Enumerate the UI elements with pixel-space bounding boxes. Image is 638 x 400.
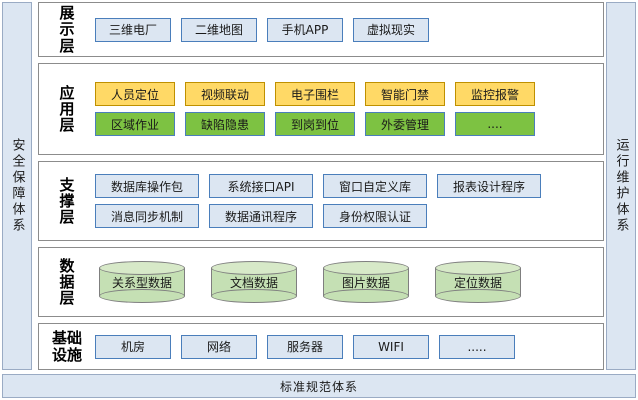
- layer-label-line: 层: [59, 289, 75, 308]
- module-box[interactable]: 报表设计程序: [437, 174, 541, 198]
- layer-panel-infrastructure: 基础设施机房网络服务器 WIFI.....: [38, 323, 604, 370]
- module-box[interactable]: 人员定位: [95, 82, 175, 106]
- layer-label-application: 应用层: [39, 85, 95, 134]
- module-box[interactable]: 智能门禁: [365, 82, 445, 106]
- cylinder-top-ellipse: [99, 261, 185, 275]
- layer-body-data: 关系型数据 文档数据 图片数据 定位数据: [95, 248, 603, 316]
- cylinder-label: 图片数据: [341, 275, 390, 290]
- module-box[interactable]: 系统接口API: [209, 174, 313, 198]
- node-row: 数据库操作包系统接口API 窗口自定义库报表设计程序: [95, 174, 599, 198]
- data-store-cylinder[interactable]: 图片数据: [323, 261, 409, 303]
- module-box[interactable]: 网络: [181, 334, 257, 359]
- layer-label-line: 展: [59, 4, 75, 23]
- module-box[interactable]: 身份权限认证: [323, 204, 427, 228]
- layer-body-infrastructure: 机房网络服务器 WIFI.....: [95, 324, 603, 369]
- module-box[interactable]: 二维地图: [181, 17, 257, 42]
- layer-label-line: 层: [59, 116, 75, 135]
- module-box[interactable]: 窗口自定义库: [323, 174, 427, 198]
- layer-label-line: 层: [59, 36, 75, 55]
- module-box[interactable]: WIFI: [353, 334, 429, 359]
- layer-label-line: 支: [59, 175, 75, 194]
- layer-label-line: 应: [59, 83, 75, 102]
- layer-label-infrastructure: 基础设施: [39, 329, 95, 364]
- module-box[interactable]: .....: [439, 334, 515, 359]
- node-row: 机房网络服务器 WIFI.....: [95, 334, 599, 359]
- standards-system-label: 标准规范体系: [279, 379, 358, 394]
- layer-label-line: 示: [59, 20, 75, 39]
- sidebar-right-label: 运行维护体系: [613, 138, 629, 234]
- layer-panel-data: 数据层 关系型数据 文档数据 图片数据 定位数据: [38, 247, 604, 317]
- layer-label-line: 用: [59, 99, 75, 118]
- layer-label-data: 数据层: [39, 258, 95, 307]
- cylinder-bottom-ellipse: [323, 289, 409, 303]
- node-row: 消息同步机制数据通讯程序身份权限认证: [95, 204, 599, 228]
- layer-label-line: 设施: [51, 345, 82, 364]
- module-box[interactable]: 手机APP: [267, 17, 343, 42]
- module-box[interactable]: 机房: [95, 334, 171, 359]
- layer-label-line: 据: [59, 272, 75, 291]
- cylinder-label: 关系型数据: [111, 275, 172, 290]
- module-box[interactable]: 视频联动: [185, 82, 265, 106]
- module-box[interactable]: ....: [455, 112, 535, 136]
- cylinder-label: 文档数据: [229, 275, 278, 290]
- module-box[interactable]: 到岗到位: [275, 112, 355, 136]
- layer-label-support: 支撑层: [39, 177, 95, 226]
- cylinder-label: 定位数据: [453, 275, 502, 290]
- node-row: 区域作业缺陷隐患到岗到位外委管理....: [95, 112, 599, 136]
- sidebar-security-assurance: 安全保障体系: [2, 2, 32, 370]
- node-row: 人员定位视频联动电子围栏智能门禁监控报警: [95, 82, 599, 106]
- module-box[interactable]: 缺陷隐患: [185, 112, 265, 136]
- module-box[interactable]: 外委管理: [365, 112, 445, 136]
- layer-body-display: 三维电厂二维地图手机APP 虚拟现实: [95, 3, 603, 56]
- module-box[interactable]: 数据通讯程序: [209, 204, 313, 228]
- layer-label-line: 撑: [59, 191, 75, 210]
- module-box[interactable]: 三维电厂: [95, 17, 171, 42]
- node-row: 三维电厂二维地图手机APP 虚拟现实: [95, 17, 599, 42]
- layer-label-display: 展示层: [39, 5, 95, 54]
- module-box[interactable]: 服务器: [267, 334, 343, 359]
- cylinder-bottom-ellipse: [435, 289, 521, 303]
- cylinder-top-ellipse: [435, 261, 521, 275]
- module-box[interactable]: 消息同步机制: [95, 204, 199, 228]
- data-store-cylinder[interactable]: 文档数据: [211, 261, 297, 303]
- module-box[interactable]: 虚拟现实: [353, 17, 429, 42]
- layer-body-application: 人员定位视频联动电子围栏智能门禁监控报警区域作业缺陷隐患到岗到位外委管理....: [95, 64, 603, 154]
- layer-label-line: 层: [59, 208, 75, 227]
- module-box[interactable]: 电子围栏: [275, 82, 355, 106]
- cylinder-top-ellipse: [323, 261, 409, 275]
- layer-panel-application: 应用层人员定位视频联动电子围栏智能门禁监控报警区域作业缺陷隐患到岗到位外委管理.…: [38, 63, 604, 155]
- module-box[interactable]: 区域作业: [95, 112, 175, 136]
- cylinder-row: 关系型数据 文档数据 图片数据 定位数据: [95, 261, 599, 303]
- module-box[interactable]: 监控报警: [455, 82, 535, 106]
- layer-body-support: 数据库操作包系统接口API 窗口自定义库报表设计程序消息同步机制数据通讯程序身份权…: [95, 162, 603, 240]
- module-box[interactable]: 数据库操作包: [95, 174, 199, 198]
- sidebar-operation-maintenance: 运行维护体系: [606, 2, 636, 370]
- cylinder-bottom-ellipse: [99, 289, 185, 303]
- data-store-cylinder[interactable]: 定位数据: [435, 261, 521, 303]
- data-store-cylinder[interactable]: 关系型数据: [99, 261, 185, 303]
- layer-label-line: 基础: [51, 329, 82, 348]
- layer-label-line: 数: [59, 256, 75, 275]
- cylinder-top-ellipse: [211, 261, 297, 275]
- cylinder-bottom-ellipse: [211, 289, 297, 303]
- standards-system-bar: 标准规范体系: [2, 374, 636, 398]
- sidebar-left-label: 安全保障体系: [9, 138, 25, 234]
